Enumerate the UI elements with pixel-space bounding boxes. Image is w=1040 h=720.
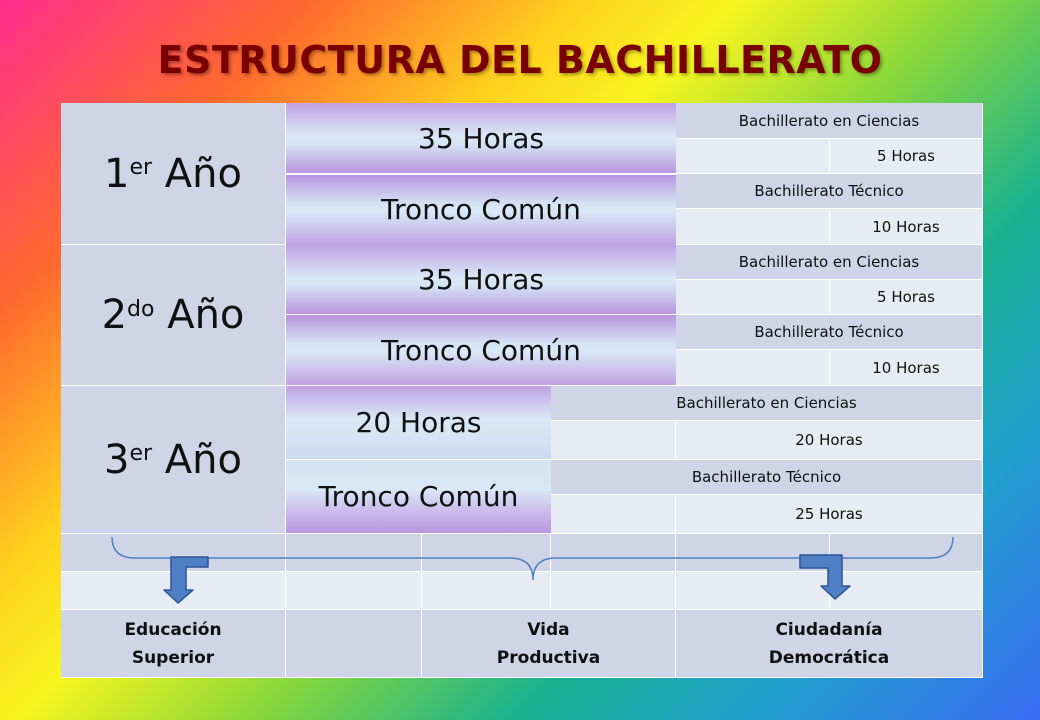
year-1-spacer-a (676, 139, 830, 174)
year-1-tecnico-hours: 10 Horas (830, 209, 983, 245)
empty-cell (551, 572, 676, 610)
year-2-ciencias: Bachillerato en Ciencias (676, 245, 983, 280)
empty-cell (422, 534, 551, 572)
outcome-vida-productiva: Vida Productiva (422, 610, 676, 678)
year-3-tecnico: Bachillerato Técnico (551, 460, 983, 495)
outcome-ciudadania-democratica: Ciudadanía Democrática (676, 610, 983, 678)
year-3-tronco: Tronco Común (286, 460, 551, 534)
year-2-tecnico: Bachillerato Técnico (676, 315, 983, 350)
year-3-spacer-b (551, 495, 676, 534)
year-2-spacer-b (676, 350, 830, 386)
year-1-ciencias-hours: 5 Horas (830, 139, 983, 174)
year-3-ciencias: Bachillerato en Ciencias (551, 386, 983, 421)
empty-cell (551, 534, 676, 572)
year-1-ciencias: Bachillerato en Ciencias (676, 103, 983, 139)
year-3-ciencias-hours: 20 Horas (676, 421, 983, 460)
year-3-hours: 20 Horas (286, 386, 551, 460)
outcome-educacion-superior: Educación Superior (61, 610, 286, 678)
empty-cell (286, 610, 422, 678)
year-2-tecnico-hours: 10 Horas (830, 350, 983, 386)
year-3-spacer-a (551, 421, 676, 460)
year-2-ciencias-hours: 5 Horas (830, 280, 983, 315)
empty-cell (830, 534, 983, 572)
year-1-tecnico: Bachillerato Técnico (676, 174, 983, 209)
year-1-spacer-b (676, 209, 830, 245)
arrow-down-right-icon (799, 554, 851, 600)
year-1-hours: 35 Horas (286, 103, 676, 174)
year-2-tronco: Tronco Común (286, 315, 676, 386)
year-2-hours: 35 Horas (286, 245, 676, 315)
empty-cell (286, 534, 422, 572)
page-title: ESTRUCTURA DEL BACHILLERATO (157, 38, 883, 82)
year-3-tecnico-hours: 25 Horas (676, 495, 983, 534)
curly-brace-icon (111, 536, 954, 581)
arrow-down-left-icon (163, 556, 209, 604)
empty-cell (830, 572, 983, 610)
empty-cell (286, 572, 422, 610)
year-2-spacer-a (676, 280, 830, 315)
empty-cell (422, 572, 551, 610)
